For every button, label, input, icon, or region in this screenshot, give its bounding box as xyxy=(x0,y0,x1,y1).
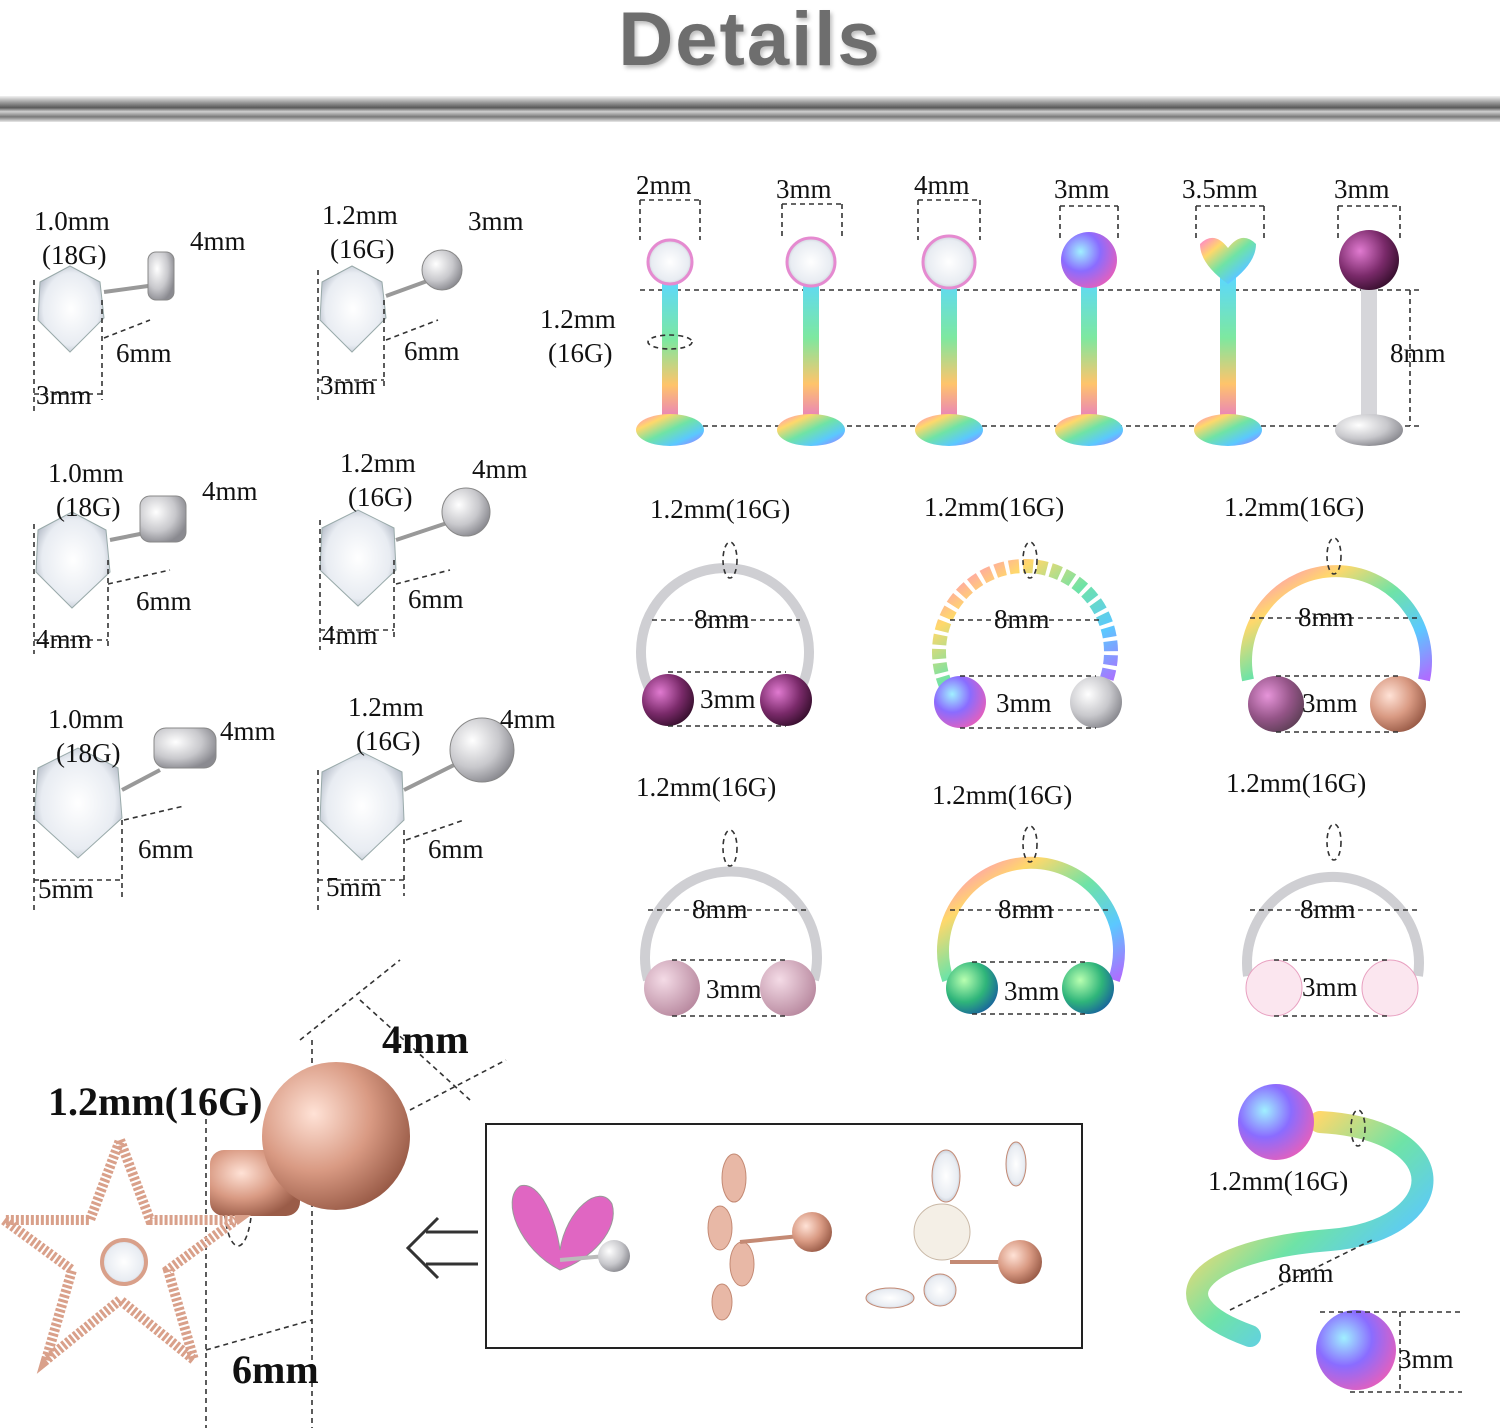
labret-6-top: 3mm xyxy=(1334,174,1390,204)
labret-2-top: 3mm xyxy=(776,174,832,204)
stud-3-gem: 4mm xyxy=(36,624,92,654)
stud-1-g: (18G) xyxy=(42,240,107,270)
horseshoe-4 xyxy=(640,866,822,1016)
arrow-left-icon xyxy=(405,1216,478,1280)
horseshoe-2-ball: 3mm xyxy=(996,688,1052,718)
horseshoe-2-gauge: 1.2mm(16G) xyxy=(924,492,1065,522)
stud-1-gem: 3mm xyxy=(36,380,92,410)
horseshoe-5-gauge: 1.2mm(16G) xyxy=(932,780,1073,810)
flower-icon xyxy=(865,1141,1042,1309)
stud-6-gem: 5mm xyxy=(326,872,382,902)
stud-3-gauge: 1.0mm xyxy=(48,458,124,488)
stud-1-art xyxy=(37,251,175,353)
styles-inset-frame xyxy=(485,1123,1083,1349)
horseshoe-grid xyxy=(636,537,1432,1017)
stud-2-length: 6mm xyxy=(404,336,460,366)
horseshoe-5 xyxy=(937,856,1125,1014)
twist-gauge: 1.2mm(16G) xyxy=(1208,1166,1349,1196)
labret-row xyxy=(636,199,1420,446)
horseshoe-1 xyxy=(636,563,814,726)
stud-4-ball: 4mm xyxy=(472,454,528,484)
stud-3-art xyxy=(35,495,187,609)
horseshoe-5-ball: 3mm xyxy=(1004,976,1060,1006)
horseshoe-3 xyxy=(1240,565,1432,732)
labret-4-top: 3mm xyxy=(1054,174,1110,204)
horseshoe-6 xyxy=(1242,872,1424,1017)
horseshoe-1-gauge: 1.2mm(16G) xyxy=(650,494,791,524)
stud-4-g: (16G) xyxy=(348,482,413,512)
stud-5-gauge: 1.0mm xyxy=(48,704,124,734)
stud-5-g: (18G) xyxy=(56,738,121,768)
stud-1-ball: 4mm xyxy=(190,226,246,256)
twist-diameter: 8mm xyxy=(1278,1258,1334,1288)
horseshoe-1-ball: 3mm xyxy=(700,684,756,714)
labret-5-top: 3.5mm xyxy=(1182,174,1258,204)
labret-gauge: 1.2mm xyxy=(540,304,616,334)
horseshoe-4-ball: 3mm xyxy=(706,974,762,1004)
stud-2-gauge: 1.2mm xyxy=(322,200,398,230)
stud-6-g: (16G) xyxy=(356,726,421,756)
stud-5-art xyxy=(33,727,217,859)
horseshoe-5-diameter: 8mm xyxy=(998,894,1054,924)
labret-3-top: 4mm xyxy=(914,170,970,200)
stud-6-ball: 4mm xyxy=(500,704,556,734)
divider-bar xyxy=(0,96,1500,122)
stud-2-g: (16G) xyxy=(330,234,395,264)
star-stud-gauge: 1.2mm(16G) xyxy=(48,1079,263,1124)
horseshoe-3-gauge: 1.2mm(16G) xyxy=(1224,492,1365,522)
horseshoe-6-ball: 3mm xyxy=(1302,972,1358,1002)
stud-6-art xyxy=(319,717,515,861)
stud-4-length: 6mm xyxy=(408,584,464,614)
horseshoe-2 xyxy=(932,559,1122,728)
labret-1-top: 2mm xyxy=(636,170,692,200)
twist-ring-art xyxy=(1186,1084,1462,1393)
stud-5-gem: 5mm xyxy=(38,874,94,904)
stud-3-length: 6mm xyxy=(136,586,192,616)
labret-g: (16G) xyxy=(548,338,613,368)
stud-2-gem: 3mm xyxy=(320,370,376,400)
butterfly-icon xyxy=(511,1185,630,1272)
stud-2-ball: 3mm xyxy=(468,206,524,236)
stud-1-gauge: 1.0mm xyxy=(34,206,110,236)
stud-4-art xyxy=(319,487,491,607)
horseshoe-3-diameter: 8mm xyxy=(1298,602,1354,632)
stud-2-art xyxy=(319,249,463,353)
stud-5-length: 6mm xyxy=(138,834,194,864)
star-stud-length: 6mm xyxy=(232,1347,319,1392)
page-title: Details xyxy=(618,0,882,82)
stud-6-length: 6mm xyxy=(428,834,484,864)
stud-4-gauge: 1.2mm xyxy=(340,448,416,478)
star-stud-ball: 4mm xyxy=(382,1017,469,1062)
stud-3-g: (18G) xyxy=(56,492,121,522)
stud-5-ball: 4mm xyxy=(220,716,276,746)
horseshoe-6-diameter: 8mm xyxy=(1300,894,1356,924)
leaf-icon xyxy=(707,1153,832,1321)
labret-length: 8mm xyxy=(1390,338,1446,368)
stud-3-ball: 4mm xyxy=(202,476,258,506)
stud-4-gem: 4mm xyxy=(322,620,378,650)
stud-6-gauge: 1.2mm xyxy=(348,692,424,722)
horseshoe-4-diameter: 8mm xyxy=(692,894,748,924)
horseshoe-6-gauge: 1.2mm(16G) xyxy=(1226,768,1367,798)
horseshoe-2-diameter: 8mm xyxy=(994,604,1050,634)
horseshoe-1-diameter: 8mm xyxy=(694,604,750,634)
twist-ball: 3mm xyxy=(1398,1344,1454,1374)
stud-1-length: 6mm xyxy=(116,338,172,368)
star-stud-art xyxy=(0,959,507,1428)
horseshoe-4-gauge: 1.2mm(16G) xyxy=(636,772,777,802)
horseshoe-3-ball: 3mm xyxy=(1302,688,1358,718)
